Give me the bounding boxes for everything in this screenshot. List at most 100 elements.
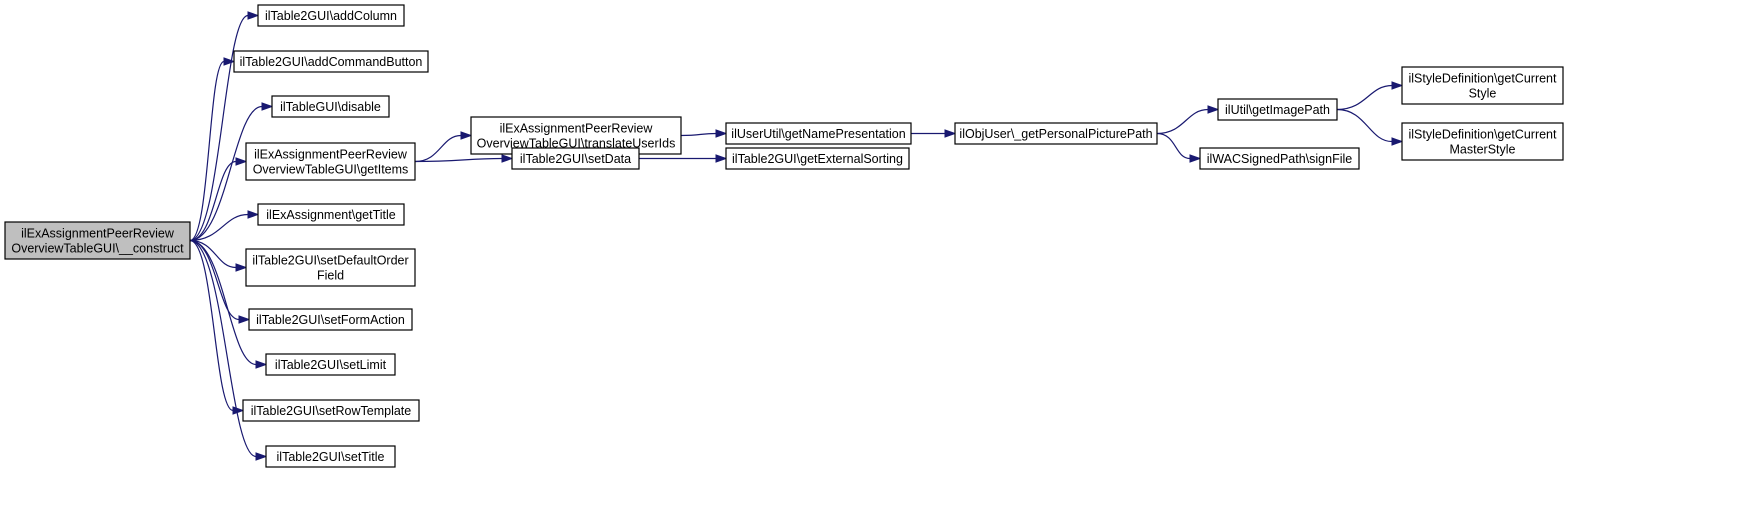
- edge-n15-to-n17: [1156, 132, 1191, 160]
- node-label: ilUserUtil\getNamePresentation: [731, 127, 905, 141]
- node-box: [245, 248, 416, 287]
- node-box: [1217, 98, 1338, 121]
- edge-n0-to-n5: [189, 213, 249, 242]
- node-label: ilUtil\getImagePath: [1225, 103, 1330, 117]
- edge-n0-to-n7: [189, 239, 240, 321]
- arrowhead-icon: [238, 315, 251, 324]
- arrowhead-icon: [1189, 154, 1202, 163]
- arrowhead-icon: [247, 210, 260, 219]
- node-ilexassignmentpeerreview-overviewtablegui-translateuserids[interactable]: ilExAssignmentPeerReviewOverviewTableGUI…: [470, 116, 682, 155]
- node-label: OverviewTableGUI\__construct: [11, 242, 184, 256]
- node-box: [1401, 66, 1564, 105]
- arrowhead-icon: [501, 154, 514, 163]
- arrowhead-icon: [255, 452, 268, 461]
- edge-n0-to-n9: [189, 239, 234, 412]
- node-box: [954, 122, 1158, 145]
- node-box: [1401, 122, 1564, 161]
- node-label: ilExAssignmentPeerReview: [21, 227, 175, 241]
- edge-n0-to-n4: [189, 160, 237, 242]
- node-label: ilTable2GUI\addCommandButton: [240, 55, 423, 69]
- node-iltable2gui-getexternalsorting[interactable]: ilTable2GUI\getExternalSorting: [725, 147, 910, 170]
- node-label: ilTable2GUI\setDefaultOrder: [252, 254, 408, 268]
- arrowhead-icon: [1391, 137, 1404, 146]
- node-label: ilStyleDefinition\getCurrent: [1409, 72, 1558, 86]
- arrowhead-icon: [223, 57, 236, 66]
- node-label: OverviewTableGUI\translateUserIds: [477, 137, 676, 151]
- node-box: [271, 95, 390, 118]
- node-ilexassignmentpeerreview-overviewtablegui-getitems[interactable]: ilExAssignmentPeerReviewOverviewTableGUI…: [245, 142, 416, 181]
- node-box: [233, 50, 429, 73]
- arrowhead-icon: [460, 131, 473, 140]
- node-box: [248, 308, 413, 331]
- node-box: [4, 221, 191, 260]
- node-iltable2gui-addcommandbutton[interactable]: ilTable2GUI\addCommandButton: [233, 50, 429, 73]
- node-box: [725, 122, 912, 145]
- node-label: ilObjUser\_getPersonalPicturePath: [959, 127, 1152, 141]
- node-label: ilTable2GUI\setLimit: [275, 358, 387, 372]
- node-iltable2gui-setformaction[interactable]: ilTable2GUI\setFormAction: [248, 308, 413, 331]
- node-iltable2gui-setrowtemplate[interactable]: ilTable2GUI\setRowTemplate: [242, 399, 420, 422]
- edge-n0-to-n10: [189, 239, 257, 458]
- edge-n0-to-n2: [189, 60, 225, 242]
- edge-n16-to-n19: [1336, 108, 1393, 143]
- arrowhead-icon: [235, 263, 248, 272]
- node-ilobjuser-getpersonalpicturepath[interactable]: ilObjUser\_getPersonalPicturePath: [954, 122, 1158, 145]
- node-label: ilTableGUI\disable: [280, 100, 381, 114]
- node-label: ilTable2GUI\setFormAction: [256, 313, 405, 327]
- node-iluserutil-getnamepresentation[interactable]: ilUserUtil\getNamePresentation: [725, 122, 912, 145]
- edge-n15-to-n16: [1156, 108, 1209, 135]
- node-label: MasterStyle: [1450, 143, 1516, 157]
- node-iltable2gui-setdata[interactable]: ilTable2GUI\setData: [511, 147, 640, 170]
- edge-n0-to-n6: [189, 239, 237, 269]
- node-label: ilTable2GUI\setData: [520, 152, 631, 166]
- edge-n4-to-n11: [414, 134, 462, 163]
- node-box: [1199, 147, 1360, 170]
- arrowhead-icon: [247, 11, 260, 20]
- node-label: ilWACSignedPath\signFile: [1207, 152, 1352, 166]
- node-iltable2gui-setlimit[interactable]: ilTable2GUI\setLimit: [265, 353, 396, 376]
- node-ilexassignment-gettitle[interactable]: ilExAssignment\getTitle: [257, 203, 405, 226]
- call-nodes: ilExAssignmentPeerReviewOverviewTableGUI…: [4, 4, 1564, 468]
- node-box: [257, 203, 405, 226]
- edge-n0-to-n3: [189, 105, 263, 242]
- node-ilutil-getimagepath[interactable]: ilUtil\getImagePath: [1217, 98, 1338, 121]
- node-label: ilExAssignment\getTitle: [266, 208, 395, 222]
- arrowhead-icon: [715, 129, 728, 138]
- node-box: [511, 147, 640, 170]
- node-iltablegui-disable[interactable]: ilTableGUI\disable: [271, 95, 390, 118]
- node-label: Field: [317, 269, 344, 283]
- arrowhead-icon: [715, 154, 728, 163]
- call-edges: [189, 11, 1404, 461]
- node-box: [245, 142, 416, 181]
- node-label: ilExAssignmentPeerReview: [500, 122, 654, 136]
- node-box: [265, 353, 396, 376]
- node-ilexassignmentpeerreview-overviewtablegui-construct[interactable]: ilExAssignmentPeerReviewOverviewTableGUI…: [4, 221, 191, 260]
- arrowhead-icon: [1391, 81, 1404, 90]
- arrowhead-icon: [1207, 105, 1220, 114]
- node-box: [242, 399, 420, 422]
- node-iltable2gui-settitle[interactable]: ilTable2GUI\setTitle: [265, 445, 396, 468]
- arrowhead-icon: [944, 129, 957, 138]
- node-label: ilTable2GUI\getExternalSorting: [732, 152, 903, 166]
- arrowhead-icon: [232, 406, 245, 415]
- edge-n4-to-n12: [414, 157, 503, 163]
- node-label: ilStyleDefinition\getCurrent: [1409, 128, 1558, 142]
- node-label: Style: [1469, 87, 1497, 101]
- edge-n0-to-n1: [189, 14, 249, 242]
- edge-n16-to-n18: [1336, 84, 1393, 111]
- node-label: ilTable2GUI\addColumn: [265, 9, 397, 23]
- node-box: [725, 147, 910, 170]
- node-label: ilTable2GUI\setRowTemplate: [251, 404, 412, 418]
- edge-n11-to-n13: [680, 132, 717, 137]
- edge-n0-to-n8: [189, 239, 257, 366]
- node-label: OverviewTableGUI\getItems: [253, 163, 409, 177]
- node-ilwacsignedpath-signfile[interactable]: ilWACSignedPath\signFile: [1199, 147, 1360, 170]
- node-iltable2gui-addcolumn[interactable]: ilTable2GUI\addColumn: [257, 4, 405, 27]
- arrowhead-icon: [261, 102, 274, 111]
- node-label: ilExAssignmentPeerReview: [254, 148, 408, 162]
- arrowhead-icon: [255, 360, 268, 369]
- arrowhead-icon: [235, 157, 248, 166]
